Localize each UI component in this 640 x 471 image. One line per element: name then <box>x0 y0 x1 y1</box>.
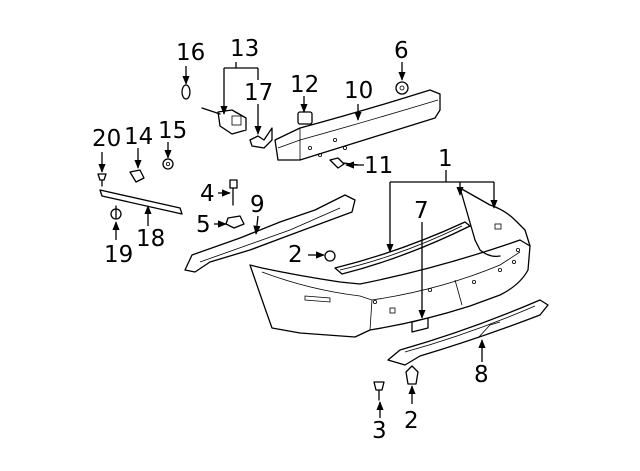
callout-2b: 2 <box>404 408 419 434</box>
callout-19: 19 <box>104 242 133 268</box>
callout-2a: 2 <box>288 242 303 268</box>
callout-13: 13 <box>230 36 259 62</box>
clip-14-part <box>129 169 145 183</box>
trim-strip-18-part <box>99 189 183 215</box>
bolt-4-part <box>229 179 238 206</box>
callout-3: 3 <box>372 418 387 444</box>
leader-lines <box>98 62 498 418</box>
callout-17: 17 <box>244 80 273 106</box>
nut-5-part <box>225 215 245 229</box>
callout-5: 5 <box>196 212 211 238</box>
callout-7: 7 <box>414 198 429 224</box>
callout-14: 14 <box>124 124 153 150</box>
side-bracket-part <box>184 194 356 273</box>
bumper-cover-part <box>249 187 531 338</box>
fastener-19-part <box>110 205 122 220</box>
lower-valance-part <box>387 299 549 366</box>
bracket-13-part <box>201 107 247 135</box>
callout-labels: 1 2 2 3 4 5 6 7 8 9 10 11 12 13 14 15 16… <box>92 36 489 444</box>
seal-16-part <box>181 84 191 100</box>
callout-8: 8 <box>474 362 489 388</box>
bolt-11-part <box>329 157 359 169</box>
energy-absorber-part <box>334 221 471 275</box>
impact-bar-part <box>274 89 441 161</box>
push-pin-20-part <box>97 173 107 187</box>
callout-15: 15 <box>158 118 187 144</box>
label-7-part <box>411 317 429 333</box>
bracket-17-part <box>249 127 273 149</box>
clip-2a-part <box>324 250 336 262</box>
callout-4: 4 <box>200 181 215 207</box>
callout-12: 12 <box>290 72 319 98</box>
callout-18: 18 <box>136 226 165 252</box>
pad-12-part <box>297 111 313 125</box>
callout-10: 10 <box>344 78 373 104</box>
grommet-6-part <box>395 81 409 95</box>
screw-3-part <box>373 381 385 401</box>
callout-20: 20 <box>92 126 121 152</box>
callout-9: 9 <box>250 192 265 218</box>
callout-6: 6 <box>394 38 409 64</box>
clip-2b-part <box>405 365 419 385</box>
nut-15-part <box>162 158 174 170</box>
callout-11: 11 <box>364 153 393 179</box>
callout-16: 16 <box>176 40 205 66</box>
callout-1: 1 <box>438 146 453 172</box>
